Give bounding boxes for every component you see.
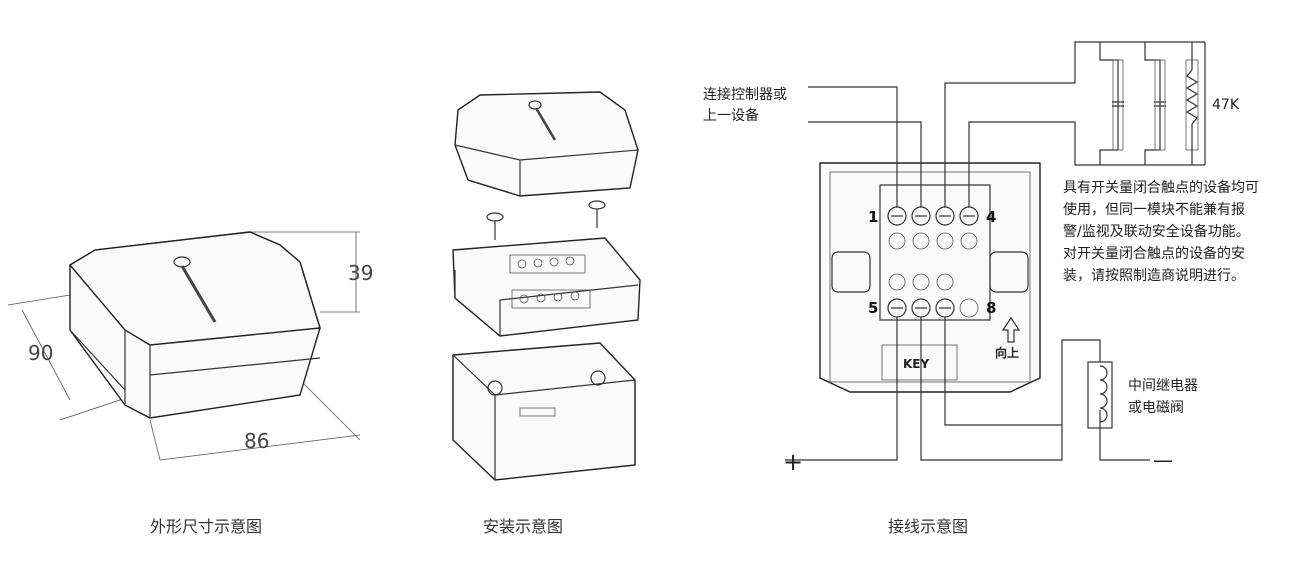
controller-label-line2: 上一设备 [703,107,759,124]
terminal-1-label: 1 [868,208,878,226]
contact-device-2 [1144,42,1166,165]
relay-coil-icon [1087,361,1113,429]
relay-label-line1: 中间继电器 [1128,378,1198,394]
lid-key-icon [528,100,542,110]
up-label: 向上 [995,345,1019,360]
terminal-5-label: 5 [868,299,878,317]
wire-device-b [968,121,1205,207]
screw-left-icon [486,212,504,240]
depth-dimension: 90 [28,341,53,365]
installation-view: 安装示意图 [452,91,641,536]
note-line-2: 使用，但同一模块不能兼有报 [1063,201,1245,218]
up-arrow-icon [1001,316,1021,343]
relay-label-line2: 或电磁阀 [1128,400,1184,416]
module-outline [819,162,1041,393]
clip-left [831,251,871,293]
top-pads [888,232,978,250]
wire-power-plus [785,317,898,461]
depth-ext-line-top [7,294,71,306]
wire-device-a [944,41,1205,207]
mount-hole-right-icon [590,370,606,386]
note-line-5: 装，请按照制造商说明进行。 [1063,268,1245,284]
key-slot-line [180,265,217,323]
installation-caption: 安装示意图 [483,517,563,536]
lid [454,91,639,197]
base-module [452,237,641,337]
wire-controller-1 [808,86,898,207]
width-ext-line [299,379,361,441]
box-seam-side [69,329,126,391]
screw-right-icon [588,200,606,228]
wire-relay-a [920,317,1101,461]
terminal-block [509,254,591,309]
wiring-caption: 接线示意图 [888,517,968,536]
cable-slot [519,407,556,417]
dimension-view: 39 90 86 外形尺寸示意图 [7,231,373,536]
width-dim-line [159,434,361,461]
lid-key-line [534,107,557,141]
back-box [452,342,636,481]
key-label: KEY [903,357,929,371]
resistor-label: 47K [1212,97,1240,113]
depth-dim-line [21,309,71,401]
note-line-3: 警/监视及联动安全设备功能。 [1063,223,1250,240]
key-area [881,344,958,381]
note-line-4: 对开关量闭合触点的设备的安 [1063,245,1245,262]
module-inner [829,171,1031,383]
terminal-8-label: 8 [986,299,996,317]
controller-label-line1: 连接控制器或 [703,86,787,103]
minus-sign: — [1153,448,1173,472]
width-ext-line-left [149,419,161,461]
wire-relay-b [944,317,1062,426]
width-dimension: 86 [244,429,269,453]
box-seam [149,357,321,376]
contact-device-1 [1099,42,1124,165]
note-line-1: 具有开关量闭合触点的设备均可 [1063,179,1259,196]
height-dimension: 39 [348,261,373,285]
base-front-edge [499,284,639,336]
wire-controller-2 [808,121,922,207]
wire-power-minus [1099,410,1150,461]
dimension-caption: 外形尺寸示意图 [150,517,262,536]
mount-hole-left-icon [487,380,503,396]
terminal-panel [879,184,991,321]
bottom-pads [888,273,954,291]
resistor-47k-icon [1185,42,1199,165]
wiring-view: 1 4 5 8 向上 KEY 连接控制器或 上一设备 [703,41,1259,536]
plus-sign: + [783,448,803,476]
terminal-4-label: 4 [986,208,996,226]
